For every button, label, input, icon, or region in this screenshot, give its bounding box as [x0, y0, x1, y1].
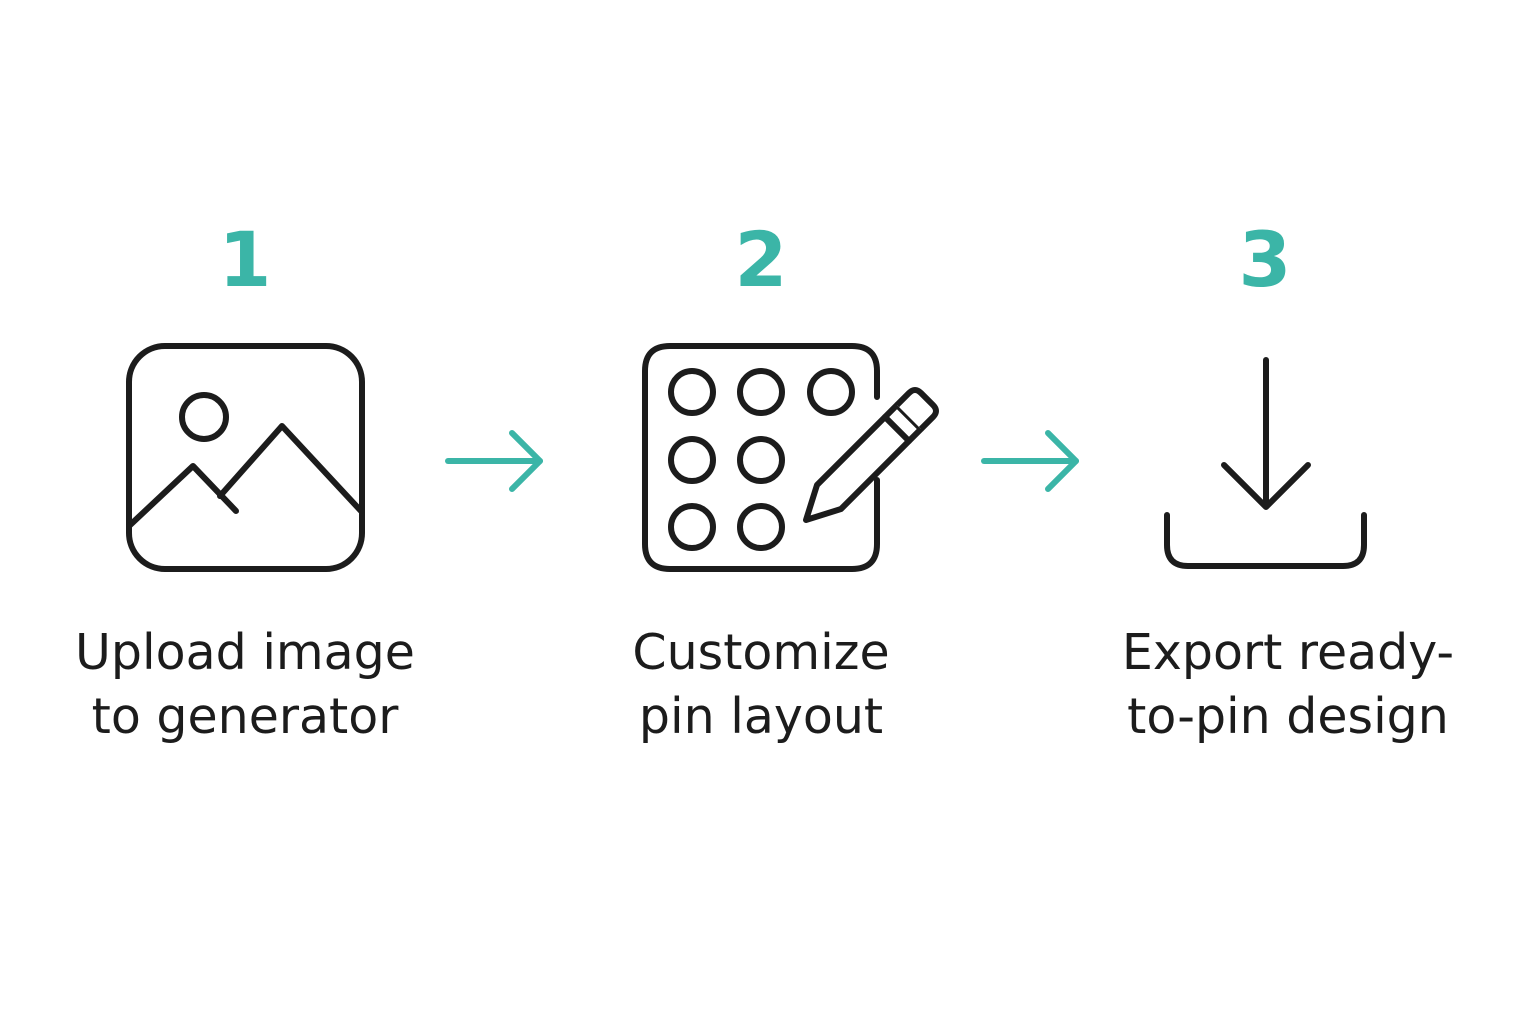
step-2-label-line-2: pin layout — [638, 688, 884, 745]
step-3-label: Export ready- to-pin design — [1068, 621, 1508, 749]
step-3-label-line-1: Export ready- — [1121, 624, 1455, 681]
step-3-number: 3 — [1238, 215, 1292, 304]
arrow-right-icon — [981, 430, 1079, 492]
step-1-label: Upload image to generator — [25, 621, 465, 749]
step-3-label-line-2: to-pin design — [1127, 688, 1449, 745]
image-icon — [126, 343, 365, 572]
step-2-number: 2 — [734, 215, 788, 304]
pin-grid-edit-icon — [642, 343, 939, 572]
step-2-label: Customize pin layout — [541, 621, 981, 749]
step-1-label-line-1: Upload image — [75, 624, 415, 681]
arrow-right-icon — [445, 430, 543, 492]
step-2-label-line-1: Customize — [632, 624, 890, 681]
download-icon — [1164, 357, 1367, 569]
step-1-label-line-2: to generator — [91, 688, 399, 745]
step-1-number: 1 — [218, 215, 272, 304]
